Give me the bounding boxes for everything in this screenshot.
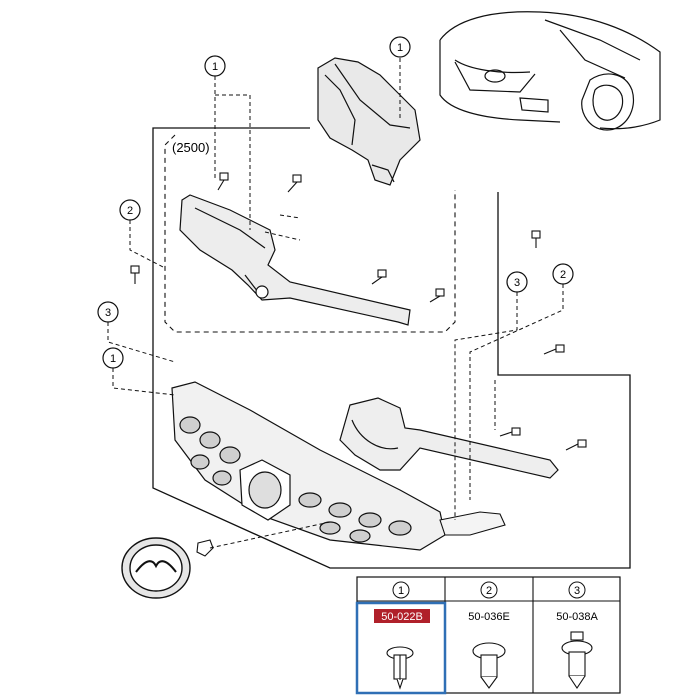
callout-right-2[interactable]: 2 <box>552 263 574 285</box>
bolt-5 <box>130 265 140 284</box>
callout-top-left[interactable]: 1 <box>204 55 226 77</box>
bolt-7 <box>543 344 565 355</box>
radiator-bracket[interactable] <box>179 194 411 326</box>
subassembly-box <box>164 134 456 333</box>
screw-clip-icon <box>561 631 593 689</box>
callout-right-3[interactable]: 3 <box>506 271 528 293</box>
bolt-2 <box>287 174 302 193</box>
fastener-legend: 1 2 3 50-022B 50-036E <box>355 576 621 695</box>
svg-text:1: 1 <box>397 42 403 54</box>
leader-lines <box>107 58 564 549</box>
callout-left-upper[interactable]: 2 <box>119 199 141 221</box>
legend-cell-50-036e[interactable]: 50-036E <box>468 611 510 689</box>
svg-text:50-022B: 50-022B <box>381 611 423 623</box>
callout-left-low[interactable]: 1 <box>102 347 124 369</box>
assembly-ref-label: (2500) <box>172 140 210 155</box>
bolt-6 <box>531 230 541 248</box>
bolt-3 <box>371 269 387 285</box>
svg-text:3: 3 <box>574 585 580 597</box>
diagram-frame <box>152 127 631 569</box>
svg-text:3: 3 <box>105 307 111 319</box>
fasteners <box>130 172 587 451</box>
svg-text:2: 2 <box>560 269 566 281</box>
svg-text:1: 1 <box>398 585 404 597</box>
svg-text:1: 1 <box>110 353 116 365</box>
svg-text:1: 1 <box>212 61 218 73</box>
legend-cell-50-022b[interactable]: 50-022B <box>355 601 447 695</box>
legend-header-1: 1 <box>392 581 410 599</box>
push-clip-icon <box>386 646 414 690</box>
lower-lip[interactable] <box>439 511 506 536</box>
upper-bracket[interactable] <box>317 57 421 186</box>
lower-deflector[interactable] <box>339 397 559 479</box>
callout-top-right[interactable]: 1 <box>389 36 411 58</box>
rivet-clip-icon <box>472 642 506 689</box>
svg-text:50-036E: 50-036E <box>468 611 510 623</box>
vehicle-thumbnail <box>439 11 661 131</box>
svg-text:2: 2 <box>127 205 133 217</box>
legend-header-3: 3 <box>568 581 586 599</box>
bolt-8 <box>499 427 521 437</box>
front-grille[interactable] <box>171 381 446 551</box>
svg-text:2: 2 <box>486 585 492 597</box>
emblem-clip[interactable] <box>196 539 214 557</box>
bolt-1 <box>217 172 229 191</box>
bolt-4 <box>429 288 445 303</box>
emblem[interactable] <box>121 537 191 599</box>
svg-text:3: 3 <box>514 277 520 289</box>
svg-text:50-038A: 50-038A <box>556 611 598 623</box>
legend-header-2: 2 <box>480 581 498 599</box>
legend-cell-50-038a[interactable]: 50-038A <box>556 611 598 689</box>
callout-left-mid[interactable]: 3 <box>97 301 119 323</box>
bolt-9 <box>565 439 587 451</box>
